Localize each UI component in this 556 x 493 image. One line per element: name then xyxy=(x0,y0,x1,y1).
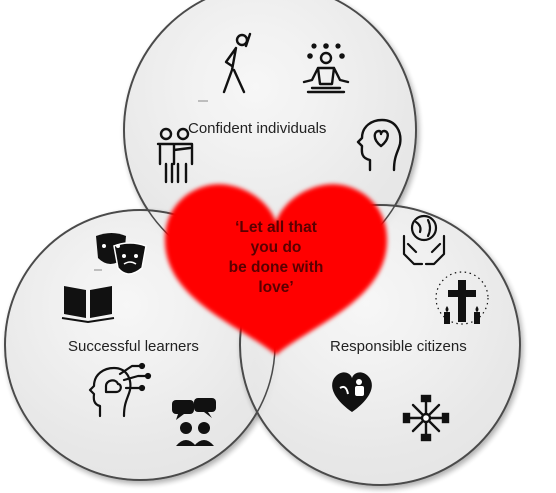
stretching-person-icon xyxy=(222,32,252,94)
open-book-icon xyxy=(61,286,115,324)
heart-with-hands-icon xyxy=(332,372,372,412)
tools-icon xyxy=(402,394,450,442)
motto-line-1: ‘Let all that xyxy=(235,219,317,236)
meditation-icon xyxy=(302,43,350,94)
head-with-heart-icon xyxy=(356,118,402,172)
motto-line-2: you do xyxy=(250,239,302,256)
theatre-masks-icon xyxy=(96,233,147,275)
cross-with-candles-icon xyxy=(435,271,489,325)
hands-holding-globe-icon xyxy=(402,214,446,266)
label-successful-learners: Successful learners xyxy=(68,338,199,355)
two-people-embracing-icon xyxy=(156,127,194,184)
motto-text: ‘Let all that you do be done with love’ xyxy=(186,218,366,298)
heart-shape xyxy=(165,184,387,355)
motto-line-4: love’ xyxy=(258,279,294,296)
brain-circuit-head-icon xyxy=(88,362,152,418)
label-responsible-citizens: Responsible citizens xyxy=(330,338,467,355)
motto-line-3: be done with xyxy=(228,259,324,276)
label-confident-individuals: Confident individuals xyxy=(188,120,327,137)
group-chat-icon xyxy=(172,398,216,446)
